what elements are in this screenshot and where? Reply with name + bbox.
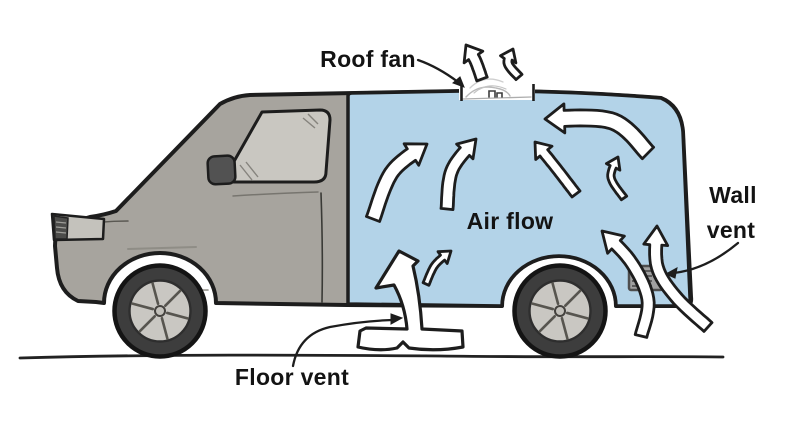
cargo-airflow-arrow-4 bbox=[533, 140, 582, 199]
wall-vent-label-line1: Wall bbox=[709, 182, 757, 208]
roof-exhaust-arrow-small bbox=[499, 47, 524, 81]
cargo-airflow-arrow-3 bbox=[543, 102, 655, 161]
roof-fan-pointer-arrow bbox=[416, 58, 460, 84]
cargo-airflow-arrow-1 bbox=[365, 142, 429, 223]
wall-vent-arrow-inner bbox=[600, 229, 656, 339]
floor-vent-intake-arrow bbox=[356, 249, 465, 352]
window-sketch-hatch bbox=[239, 113, 319, 181]
roof-fan-label: Roof fan bbox=[320, 46, 416, 72]
side-mirror bbox=[206, 154, 237, 186]
roof-fan bbox=[459, 78, 535, 101]
cargo-airflow-arrow-2 bbox=[439, 137, 478, 211]
floor-vent-pointer-head bbox=[390, 313, 404, 325]
rear-wheel bbox=[512, 263, 608, 359]
floor-vent-side-arrow bbox=[421, 249, 453, 287]
label-pointer-arrows bbox=[291, 58, 740, 368]
cargo-airflow-arrow-5 bbox=[605, 155, 629, 202]
wall-vent-arrow-outer bbox=[642, 224, 714, 333]
wall-vent-pointer-head bbox=[664, 267, 678, 279]
air-flow-label: Air flow bbox=[467, 208, 554, 234]
wall-vent-label-line2: vent bbox=[707, 217, 756, 243]
front-wheel bbox=[112, 263, 208, 359]
wall-vent-pointer-arrow bbox=[672, 241, 740, 275]
ground-line bbox=[18, 353, 725, 360]
roof-exhaust-arrow-large bbox=[462, 43, 489, 83]
floor-vent-label: Floor vent bbox=[235, 364, 349, 390]
roof-fan-pointer-head bbox=[452, 76, 465, 88]
floor-vent-pointer-arrow bbox=[291, 318, 394, 368]
grille-slats bbox=[55, 221, 67, 234]
